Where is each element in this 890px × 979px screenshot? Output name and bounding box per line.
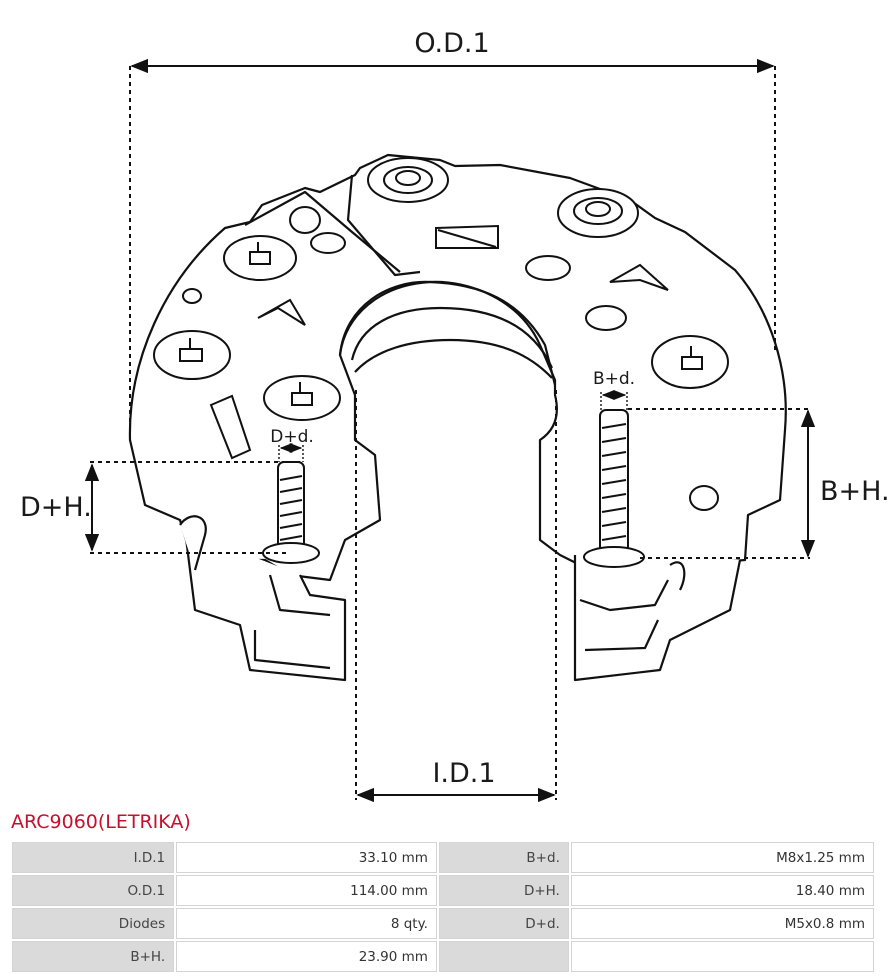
spec-value: 8 qty. (176, 908, 437, 939)
spec-label (438, 941, 569, 972)
id-label: I.D.1 (432, 758, 495, 789)
bh-label: B+H. (820, 476, 890, 507)
spec-label: B+d. (438, 842, 569, 873)
spec-label: B+H. (12, 941, 175, 972)
spec-value: M8x1.25 mm (570, 842, 874, 873)
od-label: O.D.1 (414, 28, 489, 59)
part-title: ARC9060(LETRIKA) (11, 811, 191, 833)
spec-label: D+H. (438, 875, 569, 906)
spec-value (570, 941, 874, 972)
spec-value: 33.10 mm (176, 842, 437, 873)
center-arch (338, 280, 557, 386)
spec-value: M5x0.8 mm (570, 908, 874, 939)
table-row: O.D.1 114.00 mm D+H. 18.40 mm (12, 875, 874, 906)
lower-left-leg (183, 529, 347, 682)
bd-label: B+d. (593, 369, 635, 389)
spec-value: 23.90 mm (176, 941, 437, 972)
dd-label: D+d. (270, 427, 314, 447)
table-row: B+H. 23.90 mm (12, 941, 874, 972)
dh-label: D+H. (20, 492, 92, 523)
table-row: Diodes 8 qty. D+d. M5x0.8 mm (12, 908, 874, 939)
spec-value: 18.40 mm (570, 875, 874, 906)
spec-label: D+d. (438, 908, 569, 939)
lower-right-leg (573, 555, 742, 682)
stud-left (262, 461, 320, 564)
table-row: I.D.1 33.10 mm B+d. M8x1.25 mm (12, 842, 874, 873)
spec-label: O.D.1 (12, 875, 175, 906)
spec-label: Diodes (12, 908, 175, 939)
rectifier-drawing: O.D.1 I.D.1 D+H. B+H. D+d. B+d. (20, 28, 890, 803)
spec-label: I.D.1 (12, 842, 175, 873)
spec-table: I.D.1 33.10 mm B+d. M8x1.25 mm O.D.1 114… (10, 840, 876, 974)
spec-value: 114.00 mm (176, 875, 437, 906)
